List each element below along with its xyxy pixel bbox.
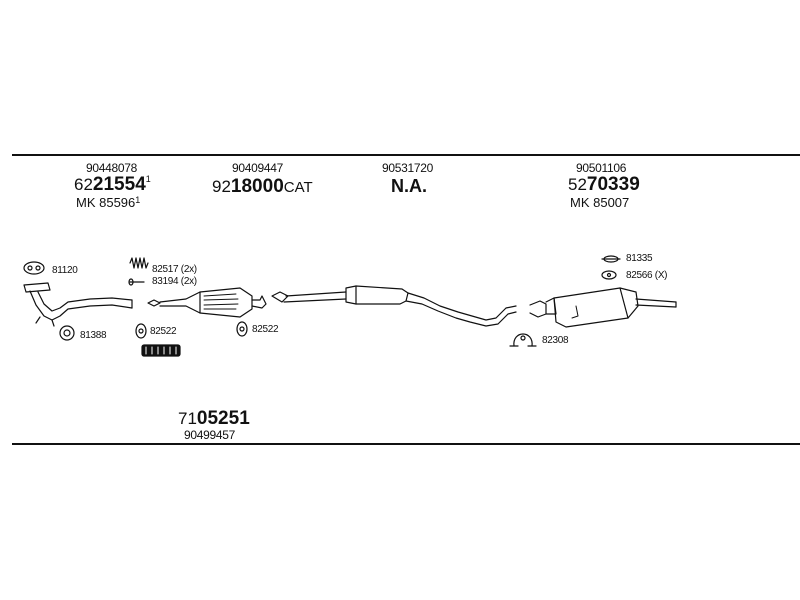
flange-gasket-icon [23, 261, 45, 275]
rear-silencer-icon [529, 287, 677, 328]
mk-text: MK 85596 [76, 195, 136, 210]
ref-number: 18000 [230, 176, 284, 197]
rubber-mount-icon [601, 270, 617, 280]
bolt-icon [128, 278, 145, 286]
part-number-front-pipe: 90448078 [86, 161, 137, 175]
bottom-rule [12, 443, 800, 445]
ref-prefix: 92 [212, 177, 231, 196]
heat-shield-icon [141, 344, 181, 357]
middle-silencer-icon [271, 285, 517, 327]
label-81120: 81120 [52, 265, 78, 276]
part-number-rear-silencer: 90501106 [576, 161, 627, 175]
mk-rear-silencer: MK 85007 [570, 195, 630, 210]
ref-suffix: CAT [283, 179, 313, 196]
mk-front-pipe: MK 855961 [76, 195, 140, 210]
label-83194: 83194 (2x) [152, 276, 197, 287]
ref-prefix: 71 [178, 409, 197, 428]
ref-number: 70339 [586, 174, 640, 195]
part-number-catalyst: 90409447 [232, 161, 283, 175]
part-number-mounting-kit: 90499457 [184, 428, 235, 442]
ref-superscript: 1 [145, 174, 151, 184]
front-pipe-icon [23, 282, 133, 327]
part-number-middle-silencer: 90531720 [382, 161, 433, 175]
gasket-icon [236, 321, 248, 337]
spring-icon [129, 257, 149, 269]
ref-catalyst: 9218000CAT [212, 176, 313, 198]
ref-rear-silencer: 5270339 [568, 174, 640, 196]
ref-prefix: 52 [568, 175, 587, 194]
ref-mounting-kit: 7105251 [178, 408, 250, 430]
label-82522-right: 82522 [252, 324, 279, 335]
label-81335: 81335 [626, 253, 653, 264]
top-rule [12, 154, 800, 156]
gasket-icon [135, 323, 147, 339]
label-82517: 82517 (2x) [152, 264, 197, 275]
ref-front-pipe: 62215541 [74, 174, 151, 196]
ring-gasket-icon [59, 325, 75, 341]
ref-prefix: 62 [74, 175, 93, 194]
clamp-icon [509, 333, 537, 347]
ref-number: 05251 [196, 408, 250, 429]
label-81388: 81388 [80, 330, 107, 341]
label-82308: 82308 [542, 335, 569, 346]
label-82522-left: 82522 [150, 326, 177, 337]
ref-number: 21554 [92, 174, 146, 195]
ref-middle-silencer: N.A. [391, 176, 427, 196]
catalytic-converter-icon [147, 287, 267, 318]
label-82566: 82566 (X) [626, 270, 668, 281]
hanger-icon [601, 255, 621, 263]
mk-superscript: 1 [135, 195, 141, 205]
